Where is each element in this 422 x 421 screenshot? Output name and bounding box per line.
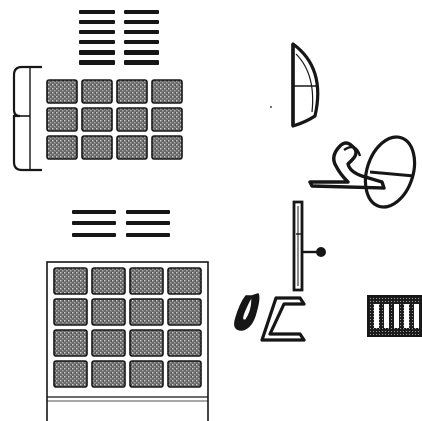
top-strokes-left bbox=[79, 10, 115, 65]
lower-strokes-right bbox=[126, 210, 170, 237]
grid-cell bbox=[82, 108, 112, 131]
angle-foot-glyph bbox=[262, 298, 304, 340]
ellipse-tail-glyph bbox=[310, 131, 422, 214]
lower-strokes-left bbox=[72, 210, 116, 237]
grid-cell bbox=[152, 136, 182, 159]
grid-cell bbox=[54, 299, 87, 325]
grid-cell bbox=[82, 136, 112, 159]
grid-cell bbox=[117, 108, 147, 131]
top-strokes-right bbox=[124, 10, 159, 65]
grid-cell bbox=[130, 330, 163, 356]
grid-cell bbox=[130, 361, 163, 387]
grid-cell bbox=[54, 330, 87, 356]
grid-cell bbox=[54, 268, 87, 294]
grid-cell bbox=[92, 330, 125, 356]
upper-cell-grid bbox=[47, 80, 182, 159]
grid-cell bbox=[117, 80, 147, 103]
grid-cell bbox=[152, 108, 182, 131]
grid-cell bbox=[47, 108, 77, 131]
sickle-glyph bbox=[235, 294, 259, 330]
grid-cell bbox=[117, 136, 147, 159]
grid-cell bbox=[82, 80, 112, 103]
grid-cell bbox=[168, 268, 201, 294]
grid-cell bbox=[47, 80, 77, 103]
grid-cell bbox=[47, 136, 77, 159]
lower-cell-grid bbox=[54, 268, 201, 387]
striped-block-glyph bbox=[368, 296, 422, 336]
grid-cell bbox=[152, 80, 182, 103]
grid-cell bbox=[92, 361, 125, 387]
staff-knob-glyph bbox=[294, 202, 326, 290]
grid-cell bbox=[130, 299, 163, 325]
speck-mark bbox=[270, 106, 272, 108]
bracket-glyph bbox=[14, 67, 42, 170]
grid-cell bbox=[92, 268, 125, 294]
grid-cell bbox=[168, 330, 201, 356]
grid-cell bbox=[168, 299, 201, 325]
grid-cell bbox=[54, 361, 87, 387]
grid-cell bbox=[92, 299, 125, 325]
grid-cell bbox=[130, 268, 163, 294]
half-disc-glyph bbox=[293, 44, 318, 126]
grid-cell bbox=[168, 361, 201, 387]
